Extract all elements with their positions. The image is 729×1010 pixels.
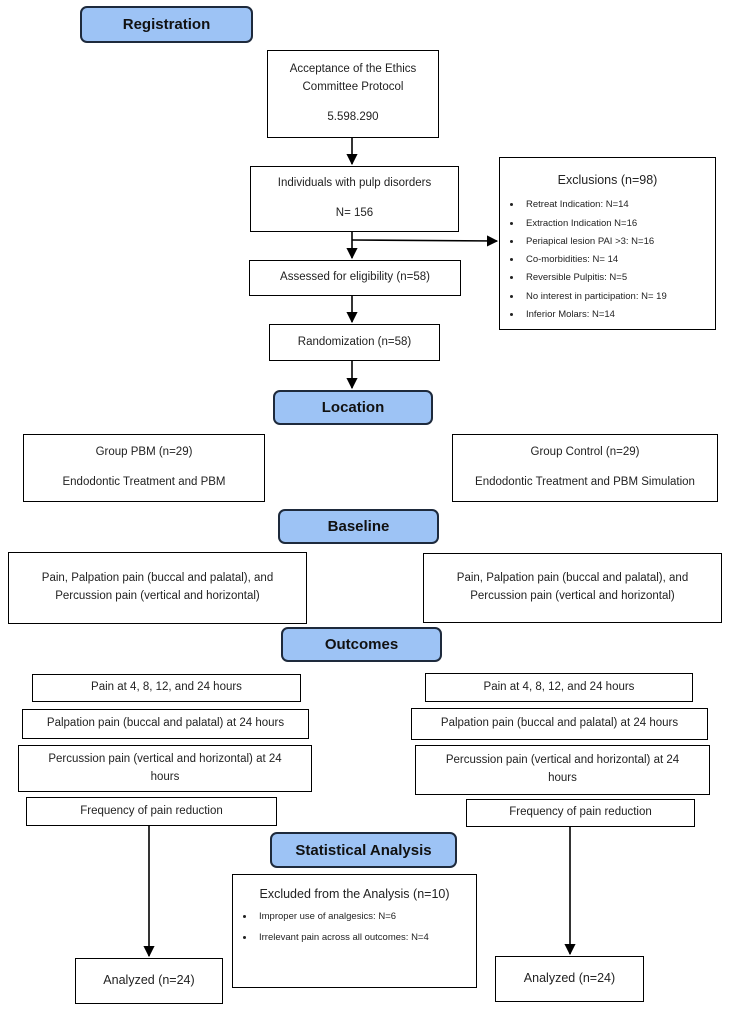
exclusions-title: Exclusions (n=98) (557, 173, 658, 187)
ethics-line-2: Committee Protocol (302, 81, 404, 94)
group-control-desc: Endodontic Treatment and PBM Simulation (475, 476, 695, 488)
baseline-left-line-1: Pain, Palpation pain (buccal and palatal… (41, 572, 274, 585)
group-control-title: Group Control (n=29) (530, 446, 640, 459)
outcome-percussion-left: Percussion pain (vertical and horizontal… (18, 745, 312, 792)
exclusion-item: Retreat Indication: N=14 (522, 196, 667, 214)
stage-statistical-analysis: Statistical Analysis (270, 832, 457, 868)
outcome-percussion-right-line-1: Percussion pain (vertical and horizontal… (445, 754, 680, 767)
stage-outcomes: Outcomes (281, 627, 442, 662)
outcome-percussion-left-line-2: hours (150, 770, 180, 783)
baseline-right-line-1: Pain, Palpation pain (buccal and palatal… (456, 572, 689, 585)
arrow-to-exclusions (351, 235, 499, 247)
outcome-palpation-left: Palpation pain (buccal and palatal) at 2… (22, 709, 309, 739)
exclusion-item: Inferior Molars: N=14 (522, 306, 667, 324)
exclusion-item: Extraction Indication N=16 (522, 215, 667, 233)
exclusions-list: Retreat Indication: N=14 Extraction Indi… (500, 196, 667, 324)
outcome-frequency-left: Frequency of pain reduction (26, 797, 277, 826)
ethics-protocol-box: Acceptance of the Ethics Committee Proto… (267, 50, 439, 138)
outcome-percussion-right: Percussion pain (vertical and horizontal… (415, 745, 710, 795)
individuals-count: N= 156 (335, 207, 374, 219)
baseline-left-box: Pain, Palpation pain (buccal and palatal… (8, 552, 307, 624)
group-pbm-box: Group PBM (n=29) Endodontic Treatment an… (23, 434, 265, 502)
excluded-item: Irrelevant pain across all outcomes: N=4 (255, 931, 429, 945)
outcome-pain-left: Pain at 4, 8, 12, and 24 hours (32, 674, 301, 702)
excluded-item: Improper use of analgesics: N=6 (255, 910, 429, 924)
outcome-frequency-right: Frequency of pain reduction (466, 799, 695, 827)
ethics-protocol-number: 5.598.290 (327, 110, 379, 123)
exclusion-item: Co-morbidities: N= 14 (522, 251, 667, 269)
group-pbm-title: Group PBM (n=29) (95, 446, 193, 459)
excluded-analysis-title: Excluded from the Analysis (n=10) (259, 887, 450, 901)
excluded-analysis-box: Excluded from the Analysis (n=10) Improp… (232, 874, 477, 988)
outcome-palpation-right: Palpation pain (buccal and palatal) at 2… (411, 708, 708, 740)
stage-location: Location (273, 390, 433, 425)
group-pbm-desc: Endodontic Treatment and PBM (62, 476, 226, 488)
exclusions-box: Exclusions (n=98) Retreat Indication: N=… (499, 157, 716, 330)
baseline-left-line-2: Percussion pain (vertical and horizontal… (55, 590, 260, 602)
ethics-line-1: Acceptance of the Ethics (289, 63, 417, 76)
individuals-box: Individuals with pulp disorders N= 156 (250, 166, 459, 232)
outcome-pain-right: Pain at 4, 8, 12, and 24 hours (425, 673, 693, 702)
individuals-label: Individuals with pulp disorders (277, 177, 432, 190)
outcome-percussion-left-line-1: Percussion pain (vertical and horizontal… (48, 752, 282, 765)
stage-baseline: Baseline (278, 509, 439, 544)
analyzed-right-box: Analyzed (n=24) (495, 956, 644, 1002)
baseline-right-box: Pain, Palpation pain (buccal and palatal… (423, 553, 722, 623)
exclusion-item: Reversible Pulpitis: N=5 (522, 269, 667, 287)
eligibility-box: Assessed for eligibility (n=58) (249, 260, 461, 296)
group-control-box: Group Control (n=29) Endodontic Treatmen… (452, 434, 718, 502)
outcome-percussion-right-line-2: hours (548, 772, 577, 784)
analyzed-left-box: Analyzed (n=24) (75, 958, 223, 1004)
stage-registration: Registration (80, 6, 253, 43)
exclusion-item: Periapical lesion PAI >3: N=16 (522, 233, 667, 251)
exclusion-item: No interest in participation: N= 19 (522, 288, 667, 306)
baseline-right-line-2: Percussion pain (vertical and horizontal… (470, 590, 675, 602)
randomization-box: Randomization (n=58) (269, 324, 440, 361)
excluded-analysis-list: Improper use of analgesics: N=6 Irreleva… (233, 910, 429, 945)
